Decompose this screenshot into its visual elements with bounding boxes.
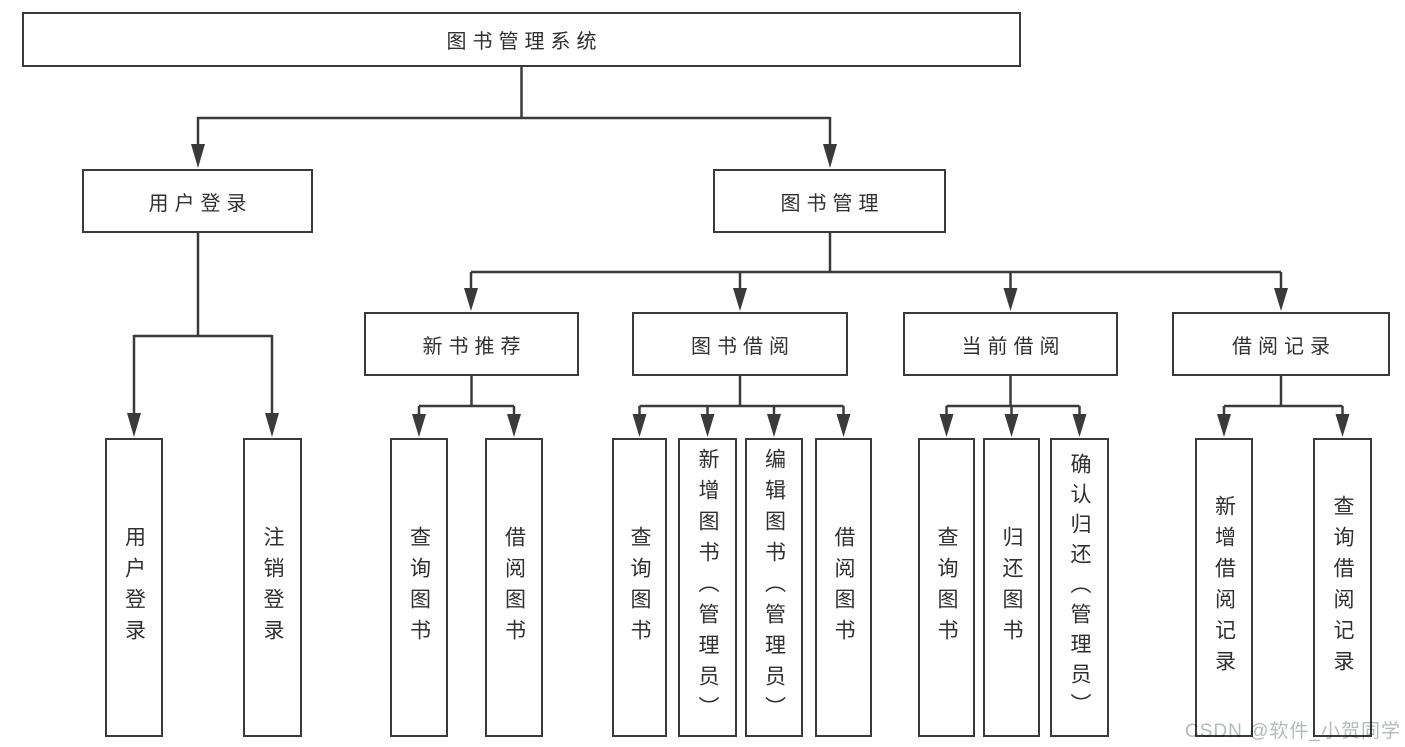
connector-bookborrow-to-leaves: [632, 376, 851, 437]
csdn-watermark: CSDN @软件_小贺同学: [1185, 721, 1401, 742]
node-borrow-record: 借阅记录: [1172, 312, 1390, 376]
leaf-current-query-book: 查询图书: [918, 438, 975, 737]
node-book-borrow: 图书借阅: [632, 312, 848, 376]
leaf-borrow-edit-book-admin: 编辑图书（管理员）: [745, 438, 803, 737]
node-user-login-branch: 用户登录: [82, 169, 313, 233]
leaf-user-login: 用户登录: [105, 438, 163, 737]
connector-root-to-level2: [191, 67, 837, 168]
leaf-logout: 注销登录: [243, 438, 302, 737]
connector-userlogin-to-leaves: [127, 233, 279, 437]
leaf-newbook-borrow-book: 借阅图书: [485, 438, 543, 737]
connector-currentborrow-to-leaves: [939, 376, 1087, 437]
connector-bookmgmt-to-level3: [464, 233, 1288, 311]
leaf-current-return-book: 归还图书: [983, 438, 1040, 737]
connector-borrowrecord-to-leaves: [1217, 376, 1350, 437]
leaf-newbook-query-book: 查询图书: [390, 438, 448, 737]
node-current-borrow: 当前借阅: [903, 312, 1118, 376]
leaf-borrow-query-book: 查询图书: [612, 438, 667, 737]
node-book-management-branch: 图书管理: [713, 169, 946, 233]
leaf-borrow-borrow-book: 借阅图书: [815, 438, 872, 737]
leaf-current-confirm-return-admin: 确认归还（管理员）: [1050, 438, 1109, 737]
node-root-system: 图书管理系统: [22, 12, 1021, 67]
node-new-book-recommend: 新书推荐: [364, 312, 579, 376]
leaf-record-add: 新增借阅记录: [1195, 438, 1253, 737]
leaf-record-query: 查询借阅记录: [1313, 438, 1372, 737]
leaf-borrow-add-book-admin: 新增图书（管理员）: [678, 438, 737, 737]
connector-newbook-to-leaves: [412, 376, 521, 437]
